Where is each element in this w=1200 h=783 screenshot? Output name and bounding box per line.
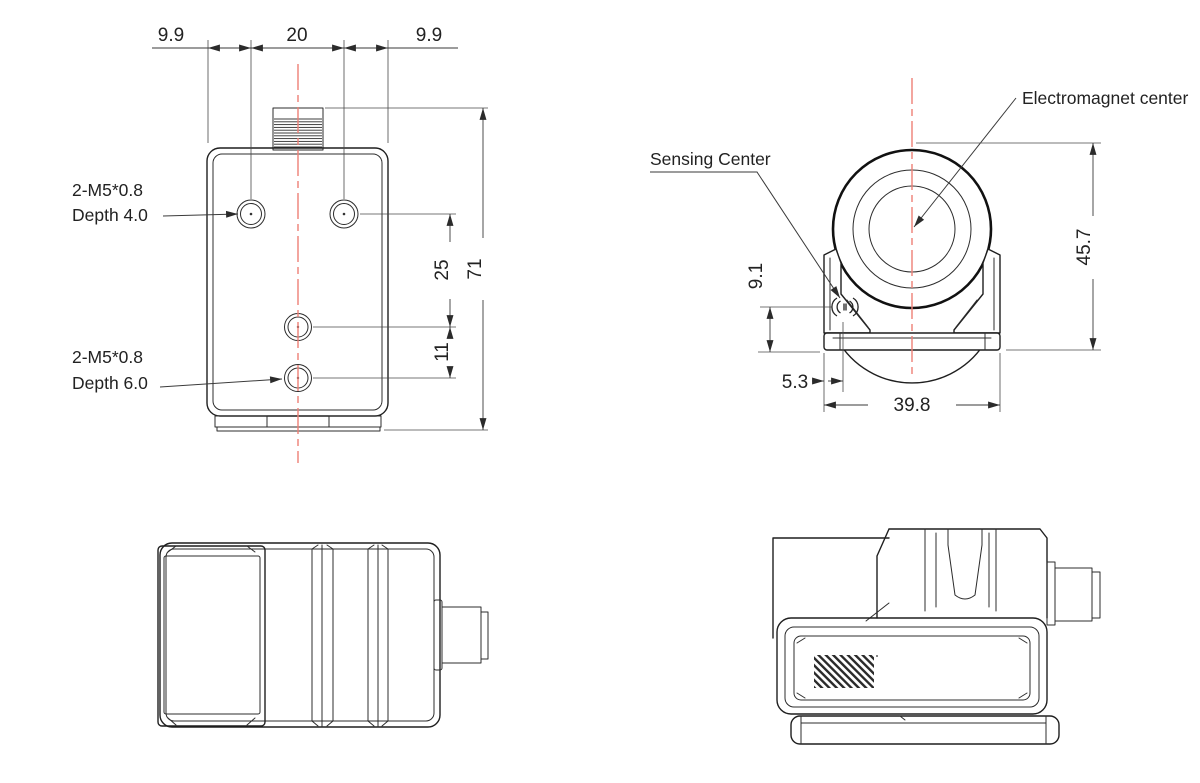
dim-base-width: 39.8 [824, 353, 1001, 416]
bl-body-outline [159, 542, 441, 728]
electromagnet-center-label: Electromagnet center [1022, 88, 1189, 108]
callout-bottom-holes-line1: 2-M5*0.8 [72, 347, 143, 367]
dim-hole-offset: 11 [432, 342, 453, 362]
bottom-left-view [157, 542, 489, 728]
bl-connector [433, 599, 489, 671]
br-hatch-label [814, 655, 874, 688]
dim-total-height: 71 [465, 258, 486, 279]
dim-side-height-value: 45.7 [1074, 229, 1095, 266]
br-back-plate [772, 537, 890, 639]
callout-top-holes-line1: 2-M5*0.8 [72, 180, 143, 200]
mounting-hole-top-left [236, 199, 266, 229]
mounting-hole-top-right [329, 199, 359, 229]
bl-body-inner [165, 548, 435, 722]
dim-base-width-value: 39.8 [894, 395, 931, 416]
callout-top-holes-line2: Depth 4.0 [72, 205, 148, 225]
side-view: Sensing Center Electromagnet center 45.7… [650, 78, 1189, 416]
dim-front-heights: 25 11 71 [313, 107, 488, 431]
callout-bottom-holes-line2: Depth 6.0 [72, 373, 148, 393]
br-neck [865, 528, 1048, 622]
dim-sensing-offset-value: 5.3 [782, 372, 808, 393]
bl-rib-bands [311, 544, 389, 728]
bottom-right-view [772, 528, 1101, 745]
callout-top-holes: 2-M5*0.8 Depth 4.0 [72, 180, 239, 225]
dim-hole-spacing: 25 [432, 259, 453, 280]
dim-width-center: 20 [286, 25, 307, 46]
bl-front-block [157, 545, 266, 727]
br-connector [1046, 561, 1101, 626]
sensing-waves-icon [831, 297, 859, 317]
front-view: 9.9 20 9.9 25 11 71 2-M5*0.8 Depth 4.0 [72, 25, 488, 463]
dim-width-left: 9.9 [158, 25, 184, 46]
dim-sensing-height: 9.1 [746, 263, 832, 353]
br-label-face [776, 617, 1048, 715]
callout-sensing-center: Sensing Center [650, 149, 841, 299]
dim-sensing-height-value: 9.1 [746, 263, 767, 289]
dim-front-widths: 9.9 20 9.9 [152, 25, 458, 199]
br-base-plate [790, 715, 1060, 745]
dim-side-total-height: 45.7 [916, 142, 1101, 351]
sensing-center-label: Sensing Center [650, 149, 771, 169]
callout-electromagnet-center: Electromagnet center [913, 88, 1189, 228]
dim-width-right: 9.9 [416, 25, 442, 46]
callout-bottom-holes: 2-M5*0.8 Depth 6.0 [72, 347, 283, 393]
